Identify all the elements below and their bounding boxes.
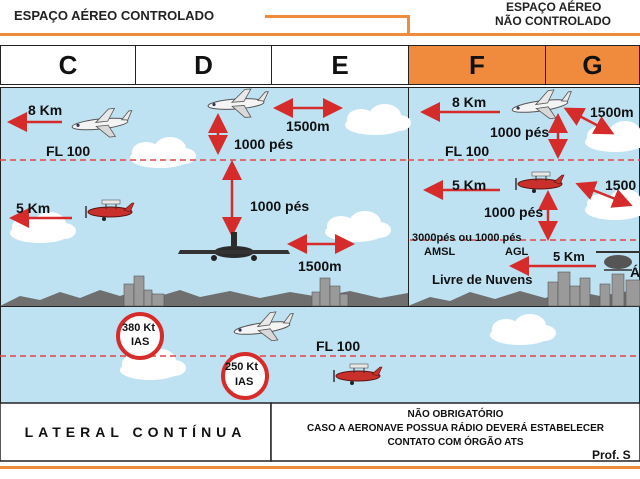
cloud bbox=[10, 212, 76, 243]
distance-label-1500: 1500 bbox=[605, 177, 636, 193]
distance-label-8km: 8 Km bbox=[452, 94, 486, 110]
flight-level-label: FL 100 bbox=[445, 143, 489, 159]
airliner-aircraft bbox=[178, 232, 290, 261]
speed-limit-380-ias: IAS bbox=[131, 336, 149, 348]
vertical-sep-label: 1000 pés bbox=[490, 124, 549, 140]
speed-limit-250-value: 250 Kt bbox=[225, 361, 258, 373]
distance-label-1500m: 1500m bbox=[298, 258, 342, 274]
distance-label-5km: 5 Km bbox=[16, 200, 50, 216]
amsl-label: AMSL bbox=[424, 246, 455, 258]
propeller-aircraft bbox=[86, 200, 134, 221]
lateral-continua-label: LATERAL CONTÍNUA bbox=[0, 424, 271, 440]
distance-label-8km: 8 Km bbox=[28, 102, 62, 118]
clear-of-clouds-label: Livre de Nuvens bbox=[432, 272, 532, 287]
cloud bbox=[585, 189, 640, 220]
distance-label-5km: 5 Km bbox=[553, 249, 585, 264]
vertical-sep-label: 1000 pés bbox=[234, 136, 293, 152]
cloud bbox=[490, 314, 556, 345]
jet-aircraft bbox=[232, 310, 296, 346]
cloud bbox=[325, 211, 391, 242]
cloud bbox=[130, 137, 196, 168]
speed-limit-380-value: 380 Kt bbox=[122, 322, 155, 334]
distance-label-5km: 5 Km bbox=[452, 177, 486, 193]
helicopter-label: Á bbox=[630, 264, 640, 280]
altitude-limit-label: 3000pés ou 1000 pés bbox=[412, 232, 521, 244]
not-mandatory-line3: CONTATO COM ÓRGÃO ATS bbox=[271, 437, 640, 448]
jet-aircraft bbox=[510, 88, 574, 124]
cloud bbox=[585, 121, 640, 152]
distance-label-1500m: 1500m bbox=[590, 104, 634, 120]
vertical-sep-label: 1000 pés bbox=[484, 204, 543, 220]
not-mandatory-line1: NÃO OBRIGATÓRIO bbox=[271, 409, 640, 420]
propeller-aircraft bbox=[334, 364, 382, 385]
jet-aircraft bbox=[207, 88, 270, 120]
not-mandatory-line2: CASO A AERONAVE POSSUA RÁDIO DEVERÁ ESTA… bbox=[271, 423, 640, 434]
distance-label-1500m: 1500m bbox=[286, 118, 330, 134]
propeller-aircraft bbox=[516, 172, 564, 193]
flight-level-label: FL 100 bbox=[316, 338, 360, 354]
footer-orange-line bbox=[0, 466, 640, 469]
agl-label: AGL bbox=[505, 246, 528, 258]
speed-limit-250-ias: IAS bbox=[235, 376, 253, 388]
cloud bbox=[345, 104, 411, 135]
vertical-sep-label: 1000 pés bbox=[250, 198, 309, 214]
jet-aircraft bbox=[71, 107, 135, 141]
flight-level-label: FL 100 bbox=[46, 143, 90, 159]
author-credit: Prof. S bbox=[592, 448, 631, 462]
